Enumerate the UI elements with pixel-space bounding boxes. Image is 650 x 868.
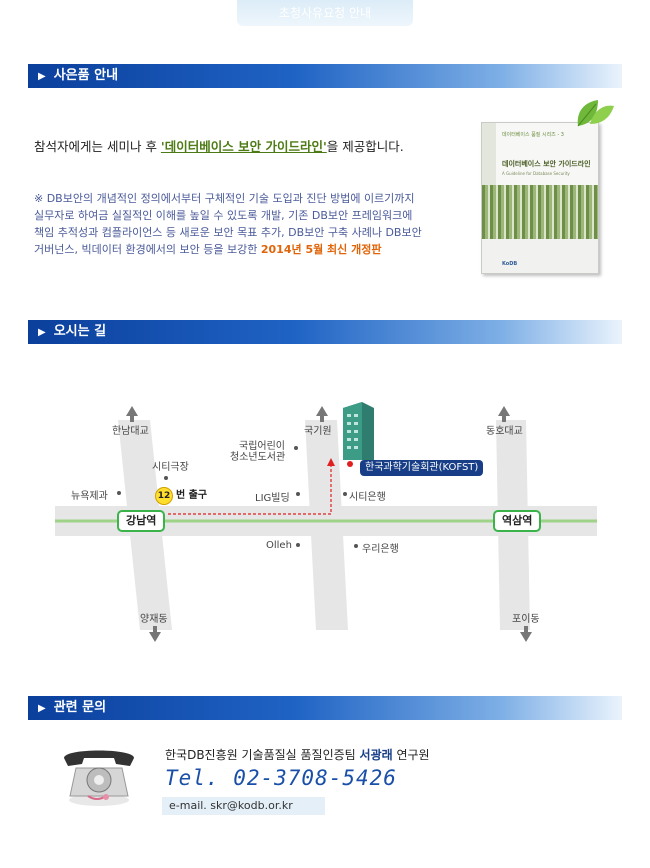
label-newyork: 뉴욕제과 [71,491,108,502]
poi-dot [117,491,121,495]
book-publisher-logo: KoDB [502,261,518,267]
contact-role: 연구원 [392,748,430,762]
poi-dot [354,544,358,548]
label-dongho: 동호대교 [486,426,523,437]
contact-tel: Tel. 02-3708-5426 [165,766,397,790]
gift-intro: 참석자에게는 세미나 후 '데이터베이스 보안 가이드라인'을 제공합니다. [34,136,404,155]
station-gangnam: 강남역 [117,510,166,532]
gift-intro-before: 참석자에게는 세미나 후 [34,139,161,154]
arrow-down-icon [520,632,532,642]
triangle-right-icon: ▶ [38,71,46,82]
directions-heading: 오시는 길 [53,324,107,339]
gift-intro-book: '데이터베이스 보안 가이드라인' [160,139,327,154]
label-poi: 포이동 [512,614,540,625]
kofst-label: 한국과학기술회관(KOFST) [360,460,484,476]
arrow-up-stem [320,416,324,422]
label-olleh: Olleh [266,540,292,551]
label-yangjae: 양재동 [140,614,168,625]
desc-line-2: 실무자로 하여금 실질적인 이해를 높일 수 있도록 개발, 기존 DB보안 프… [34,209,413,222]
top-tab: 초청사유요청 안내 [237,0,413,26]
arrow-up-icon [498,406,510,416]
poi-dot [296,543,300,547]
label-lig: LIG빌딩 [255,493,290,504]
contact-heading: 관련 문의 [53,700,107,715]
exit-text: 번 출구 [176,490,208,501]
label-hannam: 한남대교 [112,426,149,437]
poi-dot [343,492,347,496]
building-face [343,402,362,460]
label-city-theater: 시티극장 [152,462,189,473]
arrow-up-icon [316,406,328,416]
arrow-up-icon [126,406,138,416]
building-windows [347,414,358,449]
book-cover-image [482,185,598,239]
contact-name: 한국DB진흥원 기술품질실 품질인증팀 서광래 연구원 [165,746,430,763]
leaf-icon [577,100,614,127]
route-path [168,464,332,515]
gift-section-bar: ▶ 사은품 안내 [28,64,622,88]
arrow-down-stem [524,626,528,632]
desc-line-4-text: 거버넌스, 빅데이터 환경에서의 보안 등을 보강한 [34,243,261,256]
station-yeoksam: 역삼역 [493,510,542,532]
triangle-right-icon: ▶ [38,703,46,714]
desc-line-4: 거버넌스, 빅데이터 환경에서의 보안 등을 보강한 2014년 5월 최신 개… [34,241,454,258]
label-gukgiwon: 국기원 [304,426,332,437]
label-woori: 우리은행 [362,544,399,555]
contact-person: 서광래 [359,748,393,762]
label-citibank: 시티은행 [349,492,386,503]
poi-dot [294,446,298,450]
book-title: 데이터베이스 보안 가이드라인 [502,160,591,168]
book-series: 데이터베이스 품질 시리즈 - 3 [502,132,564,138]
gift-description: ※ DB보안의 개념적인 정의에서부터 구체적인 기술 도입과 진단 방법에 이… [34,190,454,258]
label-library-line2: 청소년도서관 [230,452,286,463]
desc-line-3: 책임 추적성과 컴플라이언스 등 새로운 보안 목표 추가, DB보안 구축 사… [34,226,422,239]
gift-heading: 사은품 안내 [53,68,119,83]
location-map: 한남대교 국기원 동호대교 시티극장 국립어린이 청소년도서관 뉴욕제과 LIG… [0,380,650,670]
book-subtitle: A Guideline for Database Security [502,171,570,176]
exit-number-badge: 12 [155,487,173,505]
arrow-down-icon [149,632,161,642]
directions-section-bar: ▶ 오시는 길 [28,320,622,344]
telephone-icon [64,750,134,806]
label-library: 국립어린이 청소년도서관 [230,441,285,463]
contact-org: 한국DB진흥원 기술품질실 품질인증팀 [165,748,360,762]
label-library-line1: 국립어린이 [239,441,285,452]
book-band [482,123,598,185]
arrow-down-stem [153,626,157,632]
triangle-right-icon: ▶ [38,327,46,338]
route-arrow-icon [327,458,335,466]
gift-intro-after: 을 제공합니다. [326,139,404,154]
location-pin-icon [347,461,353,467]
poi-dot [296,492,300,496]
poi-dot [164,476,168,480]
desc-line-1: ※ DB보안의 개념적인 정의에서부터 구체적인 기술 도입과 진단 방법에 이… [34,192,415,205]
arrow-up-stem [502,416,506,422]
book-foot [482,239,598,273]
arrow-up-stem [130,416,134,422]
book-cover: 데이터베이스 품질 시리즈 - 3 데이터베이스 보안 가이드라인 A Guid… [481,122,599,274]
top-tab-label: 초청사유요청 안내 [278,6,372,20]
desc-highlight: 2014년 5월 최신 개정판 [260,243,382,256]
contact-email[interactable]: e-mail. skr@kodb.or.kr [162,797,325,815]
contact-section-bar: ▶ 관련 문의 [28,696,622,720]
